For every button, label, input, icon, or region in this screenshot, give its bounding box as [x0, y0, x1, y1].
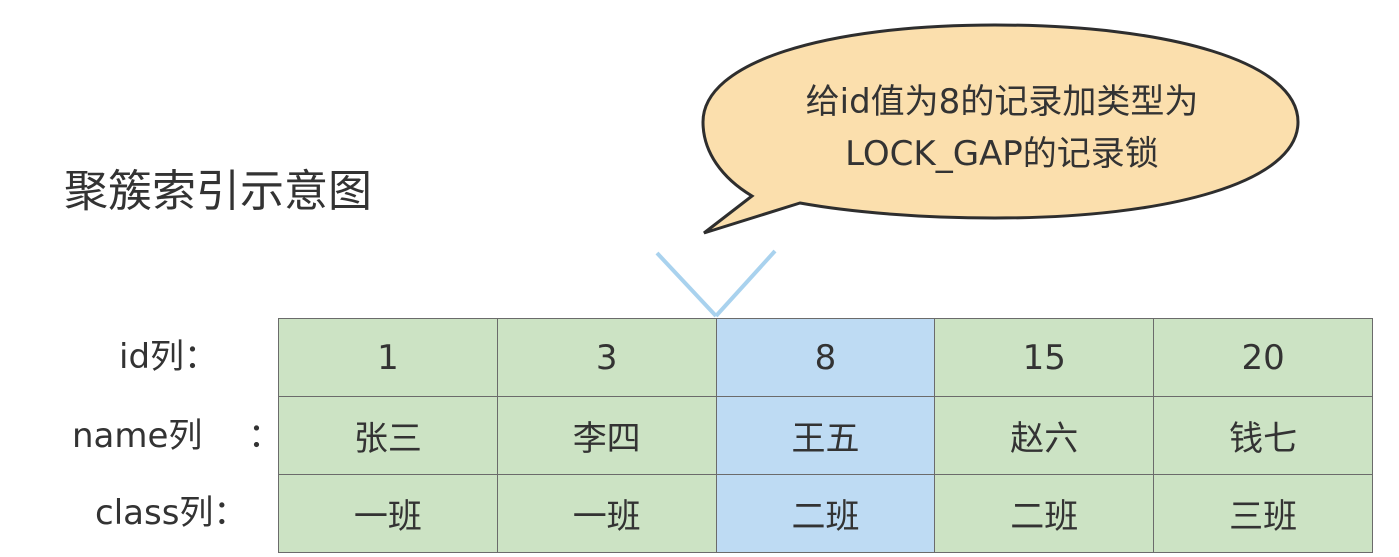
id-cell: 20	[1153, 318, 1373, 397]
clustered-index-table: 1 3 8 15 20 张三 李四 王五 赵六 钱七 一班 一班 二班 二班 三…	[278, 318, 1373, 553]
callout-line-1: 给id值为8的记录加类型为	[805, 82, 1199, 122]
name-cell-highlighted: 王五	[715, 396, 936, 475]
class-cell: 一班	[278, 474, 498, 553]
speech-bubble-shape	[701, 23, 1300, 235]
callout-text: 给id值为8的记录加类型为 LOCK_GAP的记录锁	[722, 76, 1282, 180]
row-label-name-colon: ：	[248, 416, 282, 456]
class-cell: 三班	[1153, 474, 1373, 553]
id-row: 1 3 8 15 20	[278, 318, 1373, 397]
class-cell-highlighted: 二班	[715, 474, 936, 553]
name-cell: 赵六	[934, 396, 1155, 475]
name-cell: 钱七	[1153, 396, 1373, 475]
id-cell: 15	[934, 318, 1155, 397]
class-cell: 一班	[496, 474, 717, 553]
gap-marker-icon	[655, 249, 777, 318]
class-row: 一班 一班 二班 二班 三班	[278, 474, 1373, 553]
name-cell: 李四	[496, 396, 717, 475]
id-cell: 3	[496, 318, 717, 397]
name-cell: 张三	[278, 396, 498, 475]
diagram-title: 聚簇索引示意图	[64, 166, 372, 217]
id-cell: 1	[278, 318, 498, 397]
row-label-class: class列：	[95, 493, 248, 533]
id-cell-highlighted: 8	[715, 318, 936, 397]
row-label-name: name列	[72, 416, 203, 456]
class-cell: 二班	[934, 474, 1155, 553]
name-row: 张三 李四 王五 赵六 钱七	[278, 396, 1373, 475]
row-label-id: id列：	[119, 337, 219, 377]
callout-line-2: LOCK_GAP的记录锁	[845, 134, 1159, 174]
